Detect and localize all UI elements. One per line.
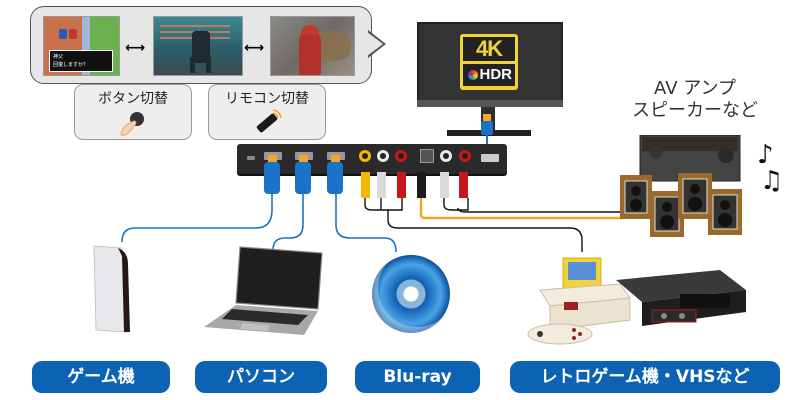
vhs-player [616,270,746,326]
optical-plug [417,172,426,198]
thumbnail-girl-wolf-scene [270,16,355,76]
audio-out-plug-red [459,172,468,198]
rca-plug-red [397,172,406,198]
button-switch-mode: ボタン切替 [74,84,192,140]
laptop-icon [204,246,323,335]
audio-out-right-jack [459,150,471,162]
retro-console-vhs-icon [527,257,746,345]
hdmi-out-port [481,154,499,162]
4k-hdr-badge: 4K HDR [460,34,518,90]
audio-cable-amp [443,198,622,213]
speaker [650,191,684,237]
girl-figure [299,31,321,75]
hdmi-cable-pc [272,194,304,251]
thumbnail-retro-game: 神父 回復しますか？ [43,16,120,76]
switch-arrow-icon: ⟷ [125,40,146,56]
rca-audio-left-jack [377,150,389,162]
hdmi-plug-2 [295,162,311,194]
remote-switch-label: リモコン切替 [225,91,309,107]
color-wheel-icon [468,70,478,80]
optical-out-port [420,149,434,163]
hdmi-cable-game [121,194,273,243]
game-dialog-text: 回復しますか？ [53,62,89,68]
game-character [59,29,67,39]
bluray-disc-icon [372,255,450,333]
remote-switch-mode: リモコン切替 [208,84,326,140]
hdmi-out-cable [481,121,493,135]
composite-cable-retro [364,198,583,252]
av-amp-label: AV アンプ スピーカーなど [632,78,758,121]
rca-video-jack [359,150,371,162]
badge-hdr-text: HDR [479,66,513,83]
music-note-icon: ♪ [757,140,774,170]
remote-control-icon [256,109,282,133]
category-retro-vhs: レトロゲーム機・VHSなど [510,361,780,393]
rca-plug-yellow [361,172,370,198]
hdmi-switcher [237,144,507,174]
game-dialog-name: 神父 [53,54,64,60]
audio-out-left-jack [440,150,452,162]
av-amp-speakers [620,135,742,237]
audio-out-plug-white [440,172,449,198]
speaker [708,189,742,235]
button-switch-label: ボタン切替 [98,91,168,107]
retro-game-console [527,257,631,345]
switch-arrow-icon: ⟷ [244,40,265,56]
rca-audio-right-jack [395,150,407,162]
game-dialog-box: 神父 回復しますか？ [49,50,113,72]
usb-port [247,156,255,160]
speaker [678,173,712,219]
category-game-console: ゲーム機 [32,361,170,393]
game-console-icon [93,245,130,333]
optical-cable-amp [419,198,622,220]
rca-plug-white [377,172,386,198]
thumbnail-robot-scene [153,16,243,76]
category-pc: パソコン [195,361,327,393]
music-notes-icon: ♫ [760,166,784,196]
speaker [620,175,652,219]
hdmi-plug-1 [264,162,280,194]
finger-press-icon [120,112,144,136]
badge-4k-text: 4K [463,37,515,61]
robot-figure [192,31,210,63]
hdmi-cable-bluray [335,194,397,253]
game-character [69,29,77,39]
hdmi-plug-3 [327,162,343,194]
category-bluray: Blu-ray [355,361,480,393]
